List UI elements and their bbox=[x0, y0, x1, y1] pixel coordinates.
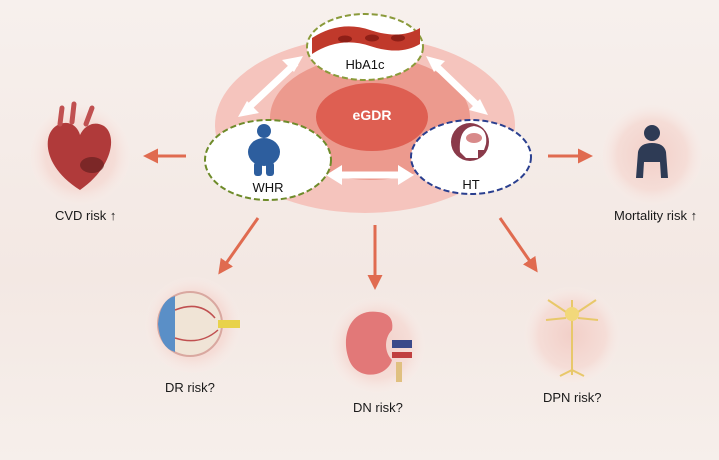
head-brain-icon bbox=[451, 123, 489, 161]
ht-label: HT bbox=[462, 177, 480, 192]
double-arrow-hba1c-whr bbox=[238, 56, 303, 117]
neuron-icon bbox=[545, 299, 599, 377]
dpn-neuron-halo bbox=[524, 287, 620, 383]
hba1c-label: HbA1c bbox=[345, 57, 385, 72]
dn-label: DN risk? bbox=[353, 400, 403, 415]
eye-icon bbox=[157, 291, 240, 357]
arrow-to-dr bbox=[218, 217, 260, 275]
arrow-to-dpn bbox=[498, 217, 538, 273]
cvd-heart-halo bbox=[30, 101, 130, 205]
hba1c-node bbox=[306, 13, 424, 81]
dn-kidney-halo bbox=[329, 297, 425, 393]
mortality-halo bbox=[602, 105, 702, 205]
mortality-label-text: Mortality risk bbox=[614, 208, 687, 223]
dr-label: DR risk? bbox=[165, 380, 215, 395]
whr-node bbox=[204, 119, 332, 201]
heart-icon bbox=[47, 101, 112, 190]
kidney-icon bbox=[345, 311, 412, 382]
whr-label: WHR bbox=[252, 180, 284, 195]
double-arrow-whr-ht bbox=[326, 165, 414, 185]
ht-node bbox=[410, 119, 532, 195]
egdr-label: eGDR bbox=[352, 107, 392, 123]
double-arrow-hba1c-ht bbox=[426, 56, 488, 115]
dr-eye-halo bbox=[145, 277, 241, 373]
cvd-label-text: CVD risk bbox=[55, 208, 107, 223]
up-arrow-icon: ↑ bbox=[109, 208, 117, 223]
obese-body-icon bbox=[248, 124, 280, 176]
human-silhouette-icon bbox=[636, 125, 668, 178]
dpn-label: DPN risk? bbox=[543, 390, 602, 405]
up-arrow-icon: ↑ bbox=[690, 208, 698, 223]
blood-vessel-icon bbox=[312, 26, 420, 54]
mortality-label: Mortality risk ↑ bbox=[614, 208, 697, 223]
cvd-label: CVD risk ↑ bbox=[55, 208, 116, 223]
